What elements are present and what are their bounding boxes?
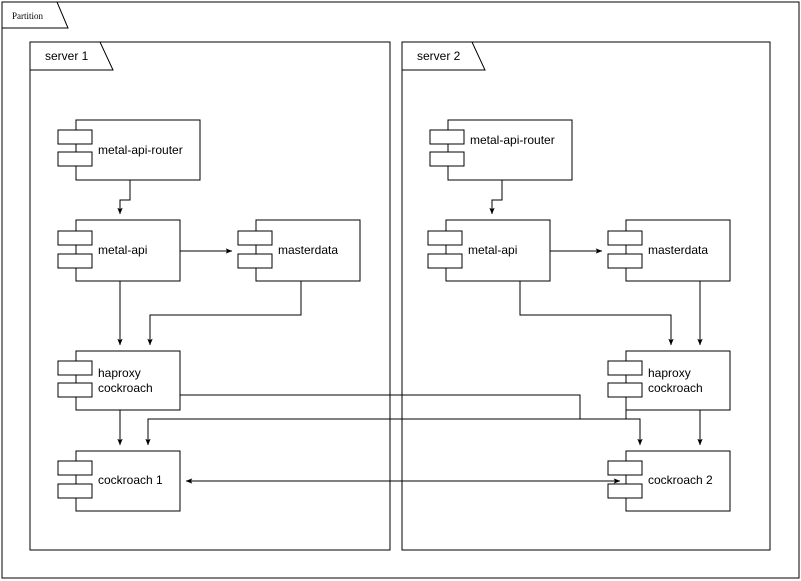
component-body (75, 450, 181, 512)
component-label: cockroach 2 (648, 473, 713, 487)
component-label: metal-api (468, 243, 517, 257)
edge-metalapi2-to-haproxy2 (519, 281, 674, 346)
component-body (625, 350, 731, 411)
component-masterdata-1[interactable]: masterdata (237, 219, 361, 282)
component-port-lower-icon (429, 151, 465, 167)
edge-haproxy2-to-cockroach1 (145, 405, 627, 446)
component-metal-api-2[interactable]: metal-api (427, 219, 551, 282)
partition-tab (1, 1, 69, 29)
component-label-line2: cockroach (98, 381, 153, 395)
partition-label: Partition (12, 11, 43, 21)
component-port-upper-icon (607, 230, 643, 246)
component-label-line1: haproxy (648, 366, 691, 380)
component-cockroach-1[interactable]: cockroach 1 (57, 450, 181, 512)
server-1-edges (117, 180, 302, 446)
component-port-upper-icon (57, 129, 93, 145)
component-port-upper-icon (607, 360, 643, 376)
component-body (75, 119, 201, 181)
component-port-lower-icon (57, 151, 93, 167)
component-port-upper-icon (429, 129, 465, 145)
component-metal-api-1[interactable]: metal-api (57, 219, 181, 282)
component-port-lower-icon (607, 382, 643, 398)
server-1-label: server 1 (45, 49, 89, 63)
edge-masterdata1-to-haproxy1 (147, 281, 302, 346)
component-port-lower-icon (57, 483, 93, 499)
server-2-tab (401, 41, 486, 71)
component-body (625, 450, 731, 512)
component-cockroach-2[interactable]: cockroach 2 (607, 450, 731, 512)
component-label-line2: cockroach (648, 381, 703, 395)
component-port-lower-icon (57, 382, 93, 398)
component-port-lower-icon (57, 253, 93, 269)
component-body (447, 119, 573, 181)
edge-router1-to-metalapi1 (117, 180, 131, 215)
component-label: masterdata (278, 243, 338, 257)
component-metal-api-router-1[interactable]: metal-api-router (57, 119, 201, 181)
component-port-upper-icon (237, 230, 273, 246)
component-port-upper-icon (57, 460, 93, 476)
component-label: metal-api-router (470, 133, 555, 147)
cross-server-edges (145, 394, 643, 484)
component-label: metal-api-router (98, 143, 183, 157)
server-1-tab (29, 41, 114, 71)
component-body (625, 219, 731, 282)
component-body (445, 219, 551, 282)
component-port-lower-icon (607, 253, 643, 269)
component-port-upper-icon (427, 230, 463, 246)
server-2-edges (489, 180, 703, 446)
component-label-line1: haproxy (98, 366, 141, 380)
component-port-upper-icon (607, 460, 643, 476)
component-port-upper-icon (57, 360, 93, 376)
component-masterdata-2[interactable]: masterdata (607, 219, 731, 282)
component-body (255, 219, 361, 282)
component-label: cockroach 1 (98, 473, 163, 487)
edge-router2-to-metalapi2 (489, 180, 503, 215)
component-port-lower-icon (237, 253, 273, 269)
server-2-label: server 2 (417, 49, 461, 63)
component-port-lower-icon (607, 483, 643, 499)
component-label: masterdata (648, 243, 708, 257)
component-port-upper-icon (57, 230, 93, 246)
component-port-lower-icon (427, 253, 463, 269)
component-haproxy-cockroach-2[interactable]: haproxy cockroach (607, 350, 731, 411)
component-body (75, 350, 181, 411)
component-haproxy-cockroach-1[interactable]: haproxy cockroach (57, 350, 181, 411)
component-body (75, 219, 181, 282)
component-label: metal-api (98, 243, 147, 257)
component-metal-api-router-2[interactable]: metal-api-router (429, 119, 573, 181)
